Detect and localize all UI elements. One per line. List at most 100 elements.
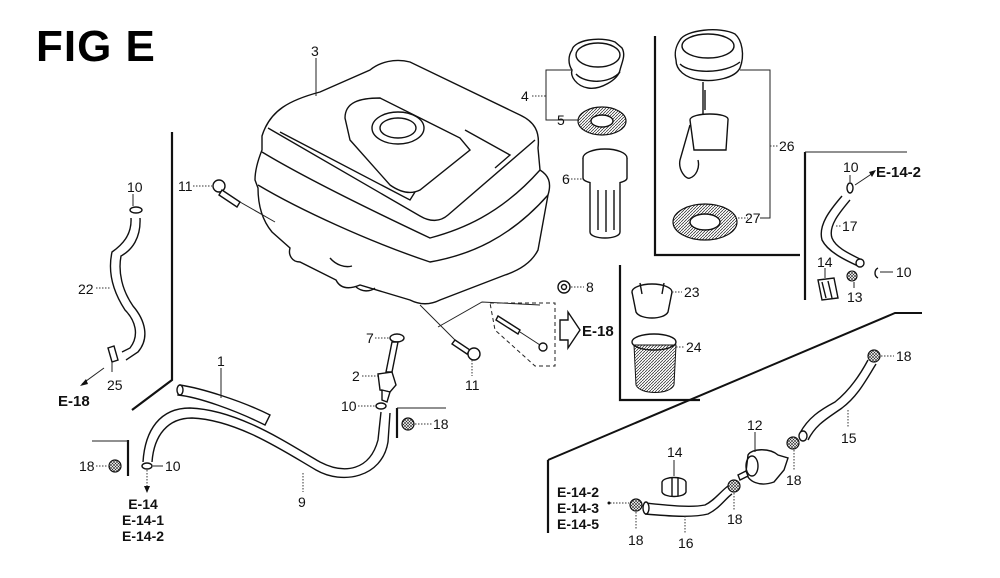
clamp-18-mid	[401, 417, 415, 431]
tank-filler-recess	[344, 97, 471, 194]
part-label-2: 2	[352, 368, 360, 384]
part-label-18-filter-left: 18	[727, 511, 743, 527]
figure-title: FIG E	[36, 22, 156, 71]
arrow-e142-right-shaft	[854, 172, 874, 186]
bracket-4-5	[545, 69, 578, 121]
part-label-11-lower: 11	[465, 377, 480, 393]
tank-filler-neck	[371, 111, 425, 145]
reference-e18-left[interactable]: E-18	[58, 393, 90, 410]
part-label-6: 6	[562, 171, 570, 187]
hose-22	[109, 206, 146, 361]
reference-e18-mid[interactable]: E-18	[582, 323, 614, 340]
tank-seam-lower	[257, 184, 549, 263]
tube-1	[176, 384, 271, 426]
clip-10-petcock	[375, 402, 387, 410]
tank-seam-upper	[261, 151, 541, 239]
clamp-18-right-top	[867, 349, 881, 363]
joint-14-right	[817, 277, 839, 301]
nut-8	[557, 280, 571, 294]
tank-rib-left	[279, 131, 416, 201]
strainer-6	[582, 148, 628, 239]
arrow-e14-right-head	[607, 501, 611, 505]
part-label-10-right-bottom: 10	[896, 264, 912, 280]
tank-foot-mid	[355, 286, 376, 292]
part-label-3: 3	[311, 43, 319, 59]
bolt-11-upper	[212, 179, 276, 223]
part-label-10-left-top: 10	[127, 179, 143, 195]
frame-bottom-right-diagonal	[547, 312, 922, 461]
tank-top-edge	[267, 127, 536, 222]
part-label-11-upper: 11	[178, 178, 193, 194]
part-label-17: 17	[842, 218, 858, 234]
part-label-25: 25	[107, 377, 123, 393]
reference-group-bottom-right: E-14-2 E-14-3 E-14-5	[557, 484, 599, 532]
fuel-tank	[254, 59, 551, 305]
clip-10-right-bottom	[874, 267, 879, 279]
hose-15	[798, 359, 877, 442]
reference-e14[interactable]: E-14	[128, 496, 158, 512]
part-label-24: 24	[686, 339, 702, 355]
part-label-13: 13	[847, 289, 863, 305]
clip-10-right-top	[846, 182, 854, 194]
part-label-1: 1	[217, 353, 225, 369]
reference-e14-2-bottom[interactable]: E-14-2	[557, 484, 600, 500]
arrow-e142-right-head	[869, 170, 876, 177]
fuel-filter-12	[737, 449, 789, 485]
part-label-5: 5	[557, 112, 565, 128]
gasket-27	[672, 203, 738, 241]
reference-e14-2-right[interactable]: E-14-2	[876, 164, 922, 181]
clip-10-left-bottom	[141, 462, 153, 470]
bracket-bolt-detail	[489, 302, 556, 367]
part-label-18-left: 18	[79, 458, 95, 474]
bolt-11-lower	[419, 301, 541, 361]
part-label-4: 4	[521, 88, 529, 104]
clamp-18-filter-left	[727, 479, 741, 493]
fuel-cap-4	[568, 38, 625, 89]
reference-e14-3[interactable]: E-14-3	[557, 500, 600, 517]
part-label-23: 23	[684, 284, 700, 300]
strainer-holder-23	[631, 282, 673, 319]
part-label-26: 26	[779, 138, 795, 154]
arrow-e18-left-head	[80, 379, 88, 386]
part-label-8: 8	[586, 279, 594, 295]
tank-rib-right	[464, 129, 512, 169]
nut-13	[846, 270, 858, 282]
clamp-18-left	[108, 459, 122, 473]
clip-10-left-top	[129, 206, 143, 214]
bracket-26-27	[740, 69, 771, 219]
arrow-down-head	[144, 486, 150, 493]
part-label-10-left-bottom: 10	[165, 458, 181, 474]
hose-17	[820, 195, 865, 268]
part-label-14-bottom: 14	[667, 444, 683, 460]
hose-16	[642, 485, 733, 517]
part-label-16: 16	[678, 535, 694, 551]
reference-e14-2[interactable]: E-14-2	[122, 528, 165, 545]
frame-left-divider	[131, 132, 174, 411]
tank-filler-opening	[379, 117, 417, 139]
strainer-24	[631, 333, 677, 393]
reference-e14-1[interactable]: E-14-1	[122, 512, 165, 529]
tank-foot-left	[329, 257, 353, 268]
frame-strainer	[618, 265, 700, 402]
reference-e14-5[interactable]: E-14-5	[557, 516, 600, 533]
section-frames	[92, 36, 922, 533]
part-label-15: 15	[841, 430, 857, 446]
reference-group-bottom-left: E-14 E-14-1 E-14-2	[122, 496, 164, 544]
part-label-10-petcock: 10	[341, 398, 357, 414]
part-label-18-filter-right: 18	[786, 472, 802, 488]
part-label-18-hose16-left: 18	[628, 532, 644, 548]
clamp-18-hose16-left	[629, 498, 643, 512]
e18-arrow-mid	[559, 309, 581, 351]
part-label-22: 22	[78, 281, 94, 297]
part-label-18-right-top: 18	[896, 348, 912, 364]
clip-25	[107, 345, 119, 363]
gasket-5	[577, 106, 627, 136]
fuel-valve-2	[377, 333, 405, 403]
part-label-7: 7	[366, 330, 374, 346]
part-label-27: 27	[745, 210, 761, 226]
part-label-9: 9	[298, 494, 306, 510]
clamp-18-filter-right	[786, 436, 800, 450]
hose-9	[142, 407, 391, 478]
part-label-18-mid: 18	[433, 416, 449, 432]
